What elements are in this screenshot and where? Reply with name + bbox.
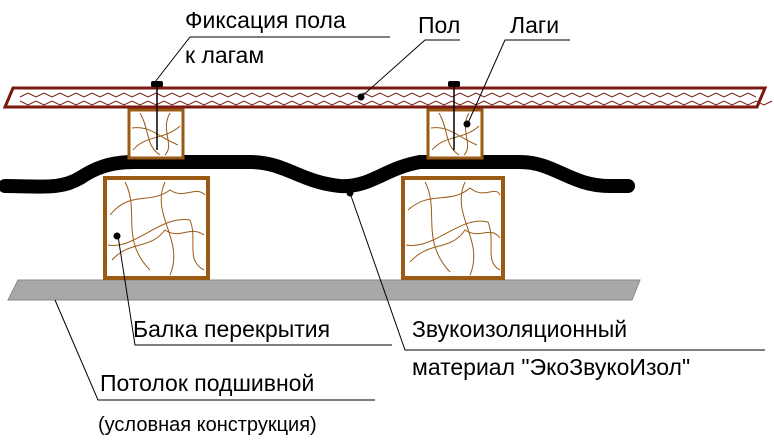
- beam-right: [401, 176, 505, 280]
- label-beam: Балка перекрытия: [133, 316, 330, 342]
- insulation-strip: [0, 155, 635, 194]
- ceiling-board: [7, 279, 641, 301]
- label-fixation-line2: к лагам: [185, 42, 264, 68]
- label-joists: Лаги: [510, 12, 559, 38]
- fastener-right: [448, 81, 460, 150]
- label-insulation-line2: материал "ЭкоЗвукоИзол": [412, 354, 690, 380]
- dot-floor: [357, 93, 365, 101]
- leader-joists: [467, 39, 570, 124]
- floor-board: [2, 86, 773, 109]
- joist-right: [426, 108, 484, 160]
- leader-floor: [359, 39, 460, 99]
- beam-left: [103, 176, 210, 280]
- dot-beam: [113, 232, 121, 240]
- label-insulation-line1: Звукоизоляционный: [412, 316, 627, 342]
- leader-ceiling: [54, 299, 375, 401]
- label-ceiling: Потолок подшивной: [100, 370, 314, 396]
- label-fixation-line1: Фиксация пола: [185, 7, 346, 33]
- joist-left: [127, 108, 185, 160]
- leader-beam: [117, 235, 392, 346]
- label-floor: Пол: [418, 12, 460, 38]
- label-ceiling-note: (условная конструкция): [98, 414, 317, 436]
- fastener-left: [151, 81, 163, 150]
- dot-insulation: [346, 189, 354, 197]
- leader-insulation: [349, 192, 765, 351]
- leader-fixation: [154, 36, 390, 83]
- leader-lines: [54, 36, 765, 401]
- dot-joists: [463, 120, 471, 128]
